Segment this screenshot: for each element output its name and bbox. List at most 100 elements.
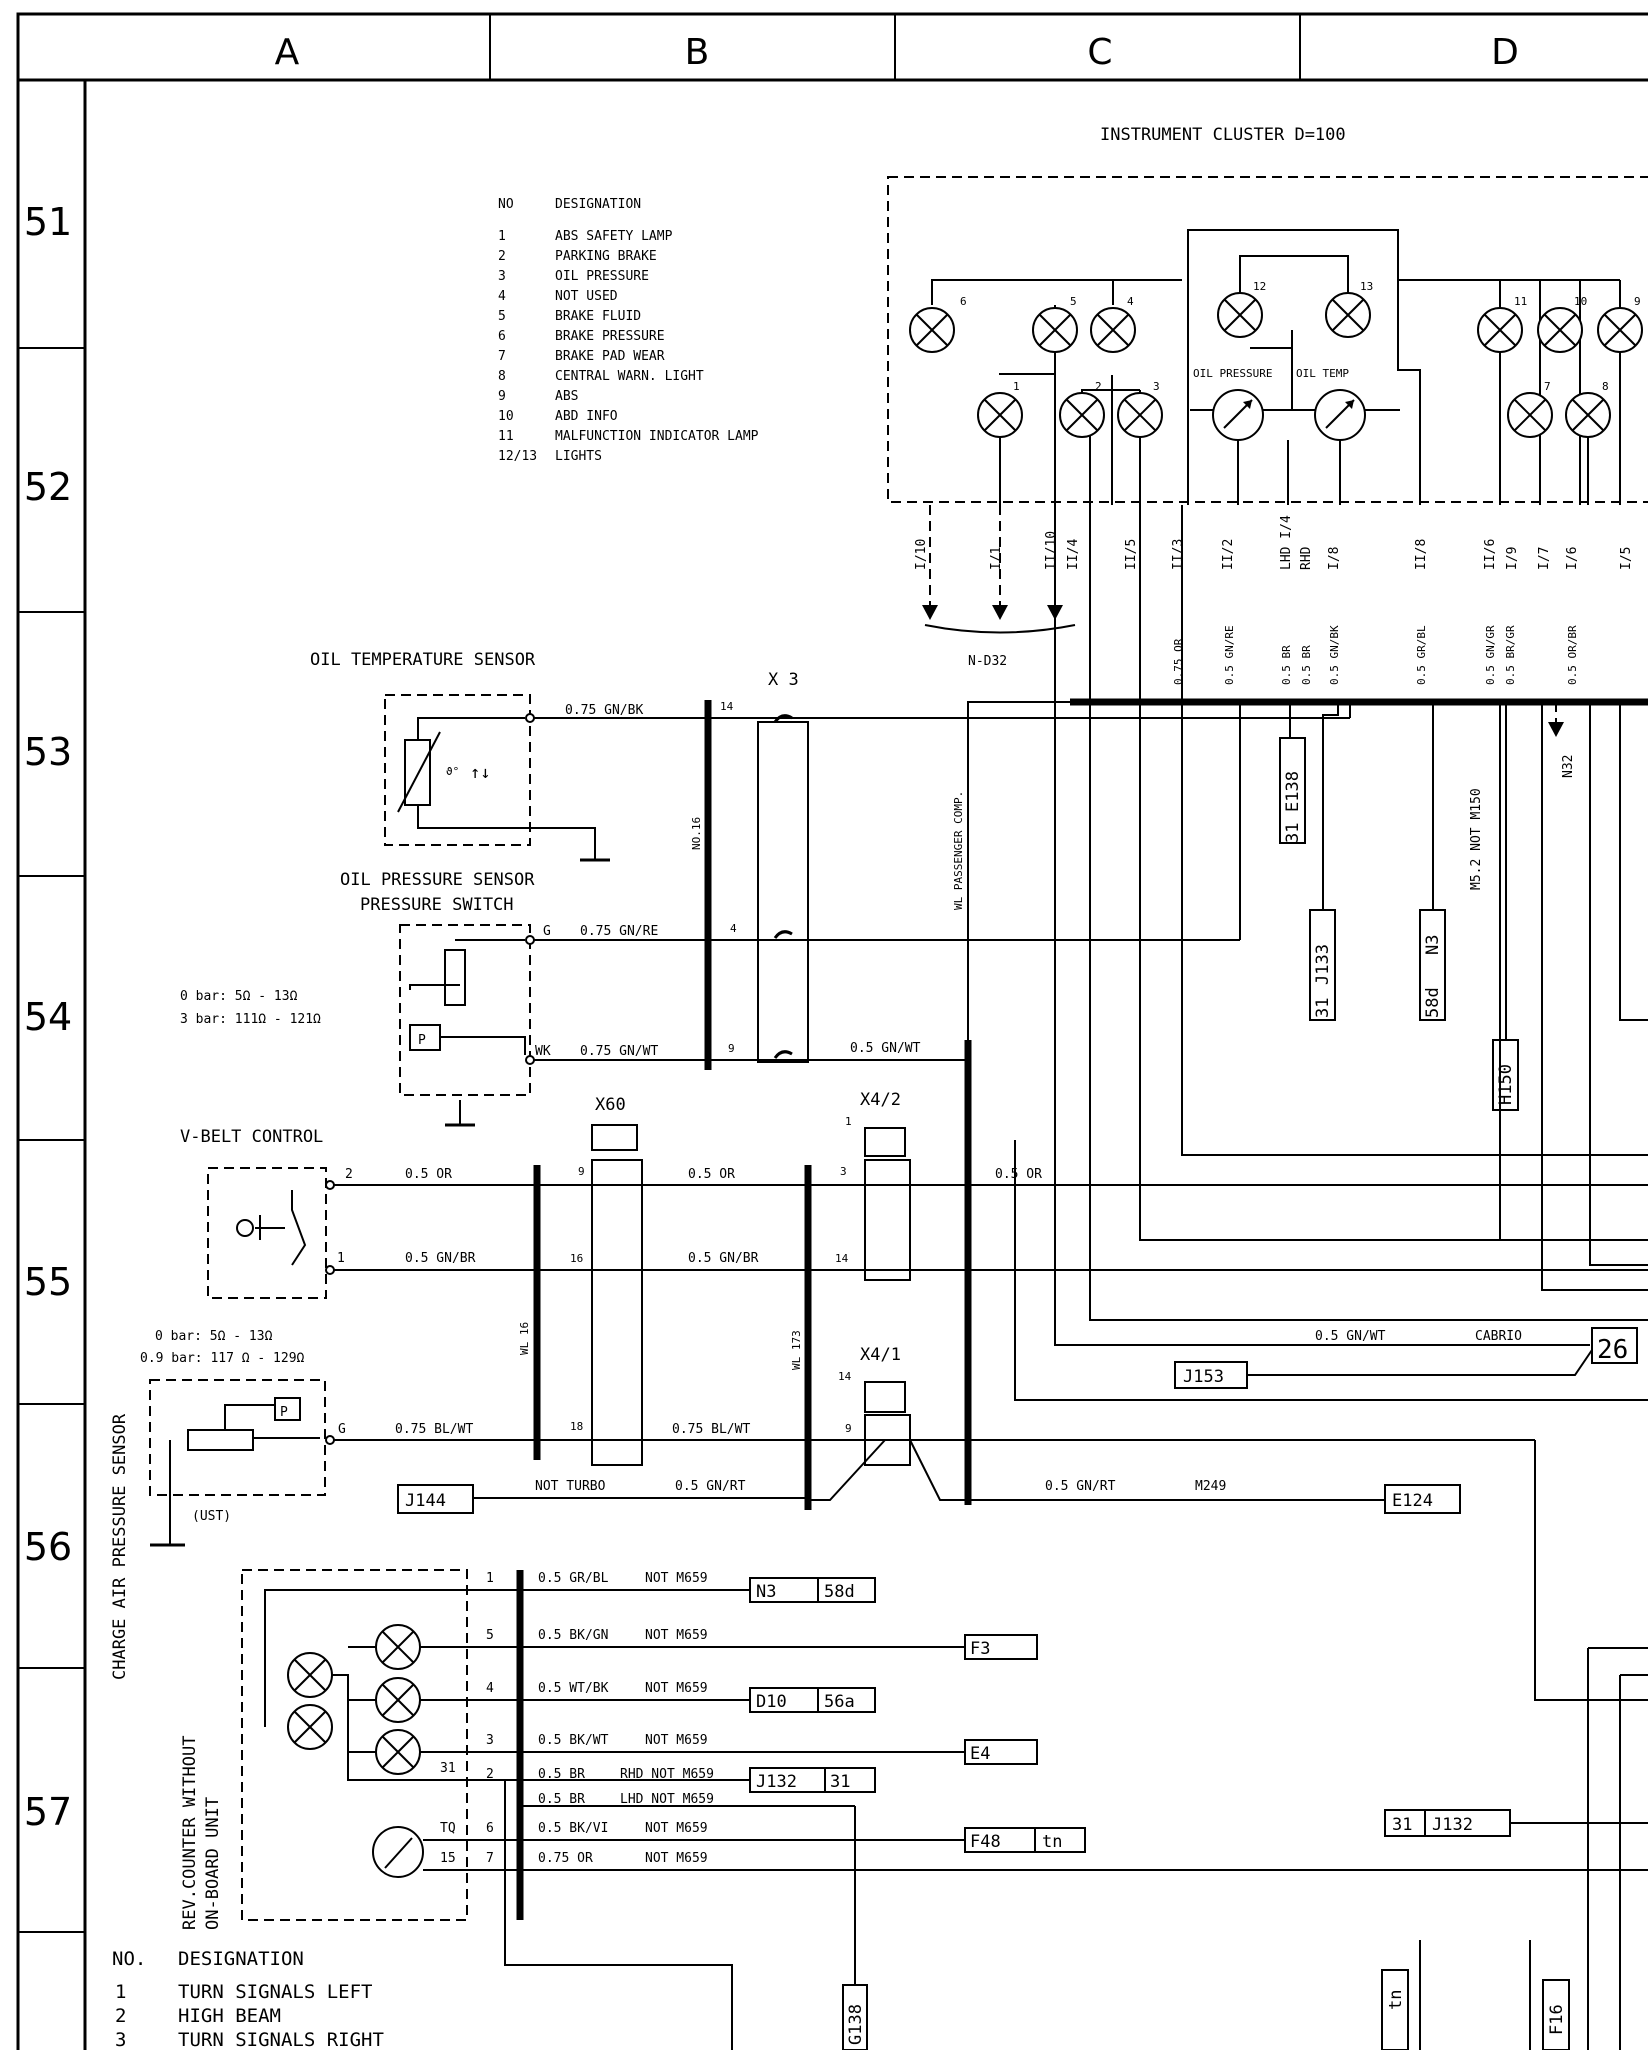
svg-text:II/3: II/3 [1171, 539, 1186, 570]
vbelt-label: V-BELT CONTROL [180, 1127, 323, 1147]
svg-text:NO.: NO. [112, 1948, 146, 1970]
svg-text:0.5 BR: 0.5 BR [538, 1792, 585, 1807]
svg-text:TURN SIGNALS RIGHT: TURN SIGNALS RIGHT [178, 2029, 384, 2050]
ground-arrows: N-D32 [922, 505, 1076, 669]
svg-text:BRAKE FLUID: BRAKE FLUID [555, 309, 641, 324]
ref-bottom-tn: tn [1381, 1940, 1421, 2050]
row-53: 53 [24, 730, 72, 774]
svg-text:NOT M659: NOT M659 [645, 1571, 708, 1586]
wire-charge-gnrt: 0.5 GN/RT [675, 1479, 746, 1494]
svg-text:3: 3 [115, 2029, 126, 2050]
rev-ref-f3: F3 [964, 1634, 1038, 1660]
svg-text:0.5 BR/GR: 0.5 BR/GR [1504, 625, 1517, 685]
lamp-3: 3 [1117, 380, 1163, 438]
svg-text:I/7: I/7 [1537, 547, 1552, 570]
x3-housing [757, 721, 809, 1063]
cluster-internal-wiring [931, 229, 1621, 505]
wire-oil-pres-2: 0.75 GN/WT [580, 1044, 658, 1059]
n32-label: N32 [1561, 755, 1576, 778]
svg-text:15: 15 [440, 1851, 456, 1866]
svg-text:BRAKE PRESSURE: BRAKE PRESSURE [555, 329, 665, 344]
oil-temp-sensor-label: OIL TEMPERATURE SENSOR [310, 650, 536, 670]
svg-text:1: 1 [337, 1251, 345, 1266]
svg-text:RHD: RHD [1299, 546, 1314, 570]
lamp-12: 12 [1217, 280, 1266, 338]
column-b: B [685, 32, 710, 73]
vbelt-internal [236, 1190, 307, 1266]
svg-text:J132: J132 [1432, 1815, 1473, 1835]
svg-text:2: 2 [115, 2005, 126, 2027]
svg-text:4: 4 [498, 289, 506, 304]
wire-oil-pres-1: 0.75 GN/RE [580, 924, 658, 939]
x60-housing [591, 1159, 643, 1466]
oil-temp-sensor [384, 694, 531, 846]
ref-j153 [1174, 1361, 1248, 1389]
ref-j144 [397, 1484, 474, 1514]
pin-wk: WK [535, 1044, 551, 1059]
wire-vbelt-or-3: 0.5 OR [995, 1167, 1042, 1182]
svg-text:12/13: 12/13 [498, 449, 537, 464]
svg-text:4: 4 [1127, 295, 1134, 308]
cluster-downlines [1014, 505, 1648, 1401]
lamp-10: 10 [1537, 295, 1587, 353]
wire-m249: M249 [1195, 1479, 1226, 1494]
oil-pressure-label: OIL PRESSURE [1193, 367, 1272, 380]
svg-text:0.5 BR: 0.5 BR [1300, 645, 1313, 685]
cluster-pins: I/10 I/1 II/10 II/4 II/5 II/3 II/2 LHD I… [914, 515, 1634, 570]
svg-text:P: P [280, 1405, 288, 1420]
column-a: A [275, 32, 300, 73]
svg-text:RHD NOT M659: RHD NOT M659 [620, 1767, 714, 1782]
svg-text:NOT M659: NOT M659 [645, 1733, 708, 1748]
svg-text:8: 8 [498, 369, 506, 384]
svg-text:8: 8 [1602, 380, 1609, 393]
wl16-label: WL 16 [518, 1322, 531, 1355]
svg-text:13: 13 [1360, 280, 1373, 293]
svg-text:II/8: II/8 [1414, 539, 1429, 570]
x42-housing [864, 1159, 911, 1281]
svg-text:PARKING BRAKE: PARKING BRAKE [555, 249, 657, 264]
svg-text:0.75 OR: 0.75 OR [1172, 638, 1185, 685]
svg-text:31: 31 [830, 1772, 850, 1792]
svg-text:31: 31 [440, 1761, 456, 1776]
ref-e138: E138 31 [1279, 702, 1306, 844]
ref-e124 [1384, 1484, 1461, 1514]
wire-cabrio-gnwt: 0.5 GN/WT [1315, 1329, 1386, 1344]
svg-text:LHD I/4: LHD I/4 [1279, 515, 1294, 570]
row-55: 55 [24, 1260, 72, 1304]
rev-counter-label-2: ON-BOARD UNIT [203, 1797, 223, 1930]
lamp-2: 2 [1059, 380, 1105, 438]
rev-ref-e4: E4 [964, 1739, 1038, 1765]
vbelt-sensor [207, 1167, 327, 1299]
lamp-8: 8 [1565, 380, 1611, 438]
pin-g: G [543, 924, 551, 939]
svg-text:0.5 GR/BL: 0.5 GR/BL [1415, 625, 1428, 685]
svg-text:10: 10 [1574, 295, 1587, 308]
lamp-1: 1 [977, 380, 1023, 438]
svg-text:0.5 OR/BR: 0.5 OR/BR [1566, 625, 1579, 685]
svg-text:14: 14 [835, 1252, 849, 1265]
svg-text:10: 10 [498, 409, 514, 424]
svg-text:I/6: I/6 [1565, 547, 1580, 570]
svg-text:16: 16 [570, 1252, 583, 1265]
svg-text:tn: tn [1386, 1990, 1406, 2010]
ref-j133: J133 31 [1309, 702, 1339, 1021]
svg-text:0.5 BR: 0.5 BR [1280, 645, 1293, 685]
n32-arrow [1548, 722, 1564, 737]
svg-text:2: 2 [1095, 380, 1102, 393]
wl-passenger-label: WL PASSENGER COMP. [952, 791, 965, 910]
svg-text:LIGHTS: LIGHTS [555, 449, 602, 464]
cluster-title: INSTRUMENT CLUSTER D=100 [1100, 125, 1346, 145]
svg-text:D10: D10 [756, 1692, 787, 1712]
charge-air-label: CHARGE AIR PRESSURE SENSOR [110, 1413, 130, 1680]
x41-icon [864, 1381, 906, 1413]
svg-text:II/6: II/6 [1483, 539, 1498, 570]
svg-text:14: 14 [838, 1370, 852, 1383]
oil-pressure-label-2: PRESSURE SWITCH [360, 895, 514, 915]
svg-text:ABS: ABS [555, 389, 578, 404]
svg-text:E4: E4 [970, 1744, 990, 1764]
row-52: 52 [24, 465, 72, 509]
svg-text:0.5 BK/VI: 0.5 BK/VI [538, 1821, 608, 1836]
